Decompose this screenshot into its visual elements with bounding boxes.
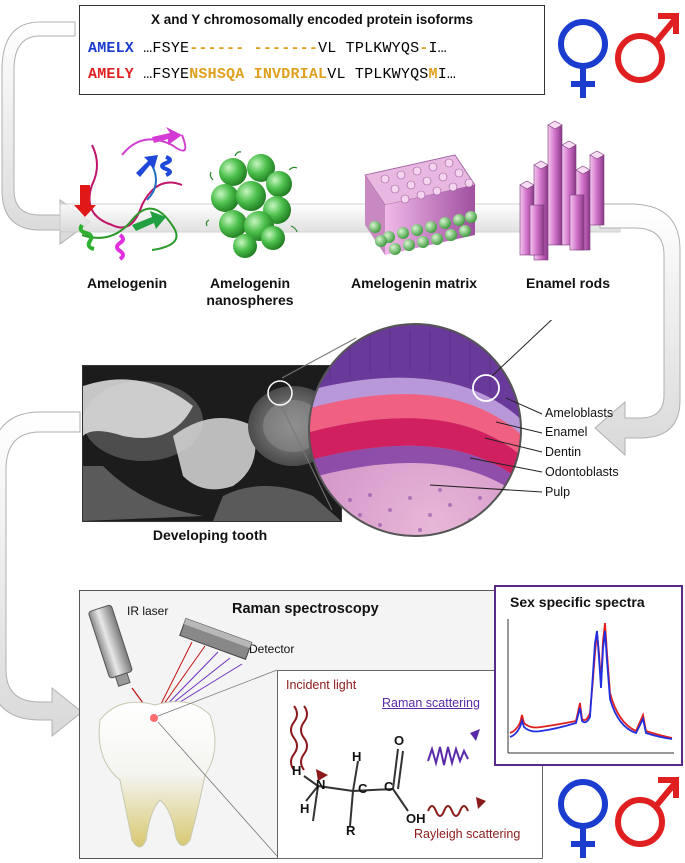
atom-label: H (352, 749, 362, 764)
atom-label: H (300, 801, 310, 816)
spectra-title: Sex specific spectra (510, 594, 645, 610)
tooth-xray-image (82, 365, 342, 522)
tooth-caption: Developing tooth (152, 527, 268, 543)
label-amelogenin: Amelogenin (86, 275, 168, 291)
histology-label-odontoblasts: Odontoblasts (545, 465, 619, 479)
histology-label-enamel: Enamel (545, 425, 588, 439)
raman-setup (88, 604, 278, 857)
sequence-panel-title: X and Y chromosomally encoded protein is… (150, 12, 474, 27)
histology-label-ameloblasts: Ameloblasts (545, 406, 614, 420)
raman-scattering-label: Raman scattering (382, 696, 480, 710)
gene-name: AMELY (88, 66, 135, 83)
sequence-row-amely: AMELY …FSYENSHSQA INVDRIALVL TPLKWYQSMI… (88, 66, 456, 83)
enamel-rods-illustration (519, 120, 605, 261)
seq-segment: …FSYE (143, 66, 190, 83)
amelogenin-matrix-illustration (364, 154, 477, 255)
label-enamel-rods: Enamel rods (525, 275, 611, 291)
atom-label: H (292, 763, 302, 778)
label-nanospheres-line1: Amelogenin (209, 275, 291, 291)
female-symbol-icon-bottom (558, 779, 608, 858)
seq-segment-insert: NSHSQA INVDRIAL (189, 66, 328, 83)
raman-title: Raman spectroscopy (232, 601, 379, 617)
atom-label: C (358, 781, 368, 796)
male-symbol-icon (615, 13, 679, 83)
histology-label-pulp: Pulp (545, 485, 571, 499)
label-matrix: Amelogenin matrix (350, 275, 478, 291)
atom-label: O (394, 733, 405, 748)
incident-light-label: Incident light (286, 678, 357, 692)
histology-section (281, 320, 553, 537)
gene-name: AMELX (88, 40, 135, 57)
seq-segment-insert: M (428, 66, 438, 83)
detector-label: Detector (249, 642, 295, 656)
spectrum-blue (509, 630, 673, 740)
atom-label: OH (406, 811, 426, 826)
seq-segment: I… (437, 66, 457, 83)
seq-segment-gap: - (419, 40, 429, 57)
seq-segment: VL TPLKWYQS (318, 40, 420, 57)
histology-label-dentin: Dentin (545, 445, 582, 459)
atom-label: N (316, 777, 326, 792)
nanospheres-illustration (205, 151, 298, 258)
ir-laser-label: IR laser (127, 604, 169, 618)
seq-segment: I… (428, 40, 447, 57)
sequence-row-amelx: AMELX …FSYE------ -------VL TPLKWYQS-I… (88, 40, 447, 57)
flow-arrow-3 (0, 411, 83, 738)
spectrum-red (509, 622, 673, 739)
rayleigh-scattering-label: Rayleigh scattering (414, 827, 521, 841)
female-symbol-icon (558, 19, 608, 98)
spectra-panel: Sex specific spectra (494, 585, 683, 766)
seq-segment: …FSYE (143, 40, 190, 57)
atom-label: R (346, 823, 356, 838)
label-nanospheres-line2: nanospheres (206, 292, 294, 308)
seq-segment: VL TPLKWYQS (327, 66, 429, 83)
sequence-panel: X and Y chromosomally encoded protein is… (79, 5, 545, 95)
male-symbol-icon-bottom (615, 777, 679, 847)
flow-arrow-2 (594, 203, 681, 457)
atom-label: C (384, 779, 394, 794)
amelogenin-protein-structure (74, 127, 187, 261)
seq-segment-gap: ------ ------- (189, 40, 319, 57)
